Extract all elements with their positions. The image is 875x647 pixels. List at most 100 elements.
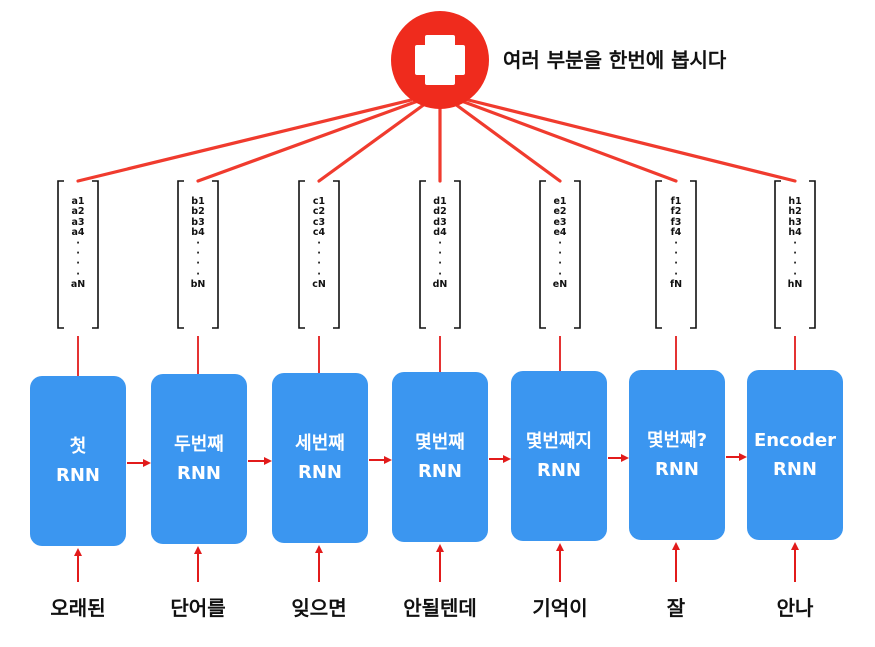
- vector-bracket-right: [92, 180, 99, 329]
- vector-bracket-left: [298, 180, 305, 329]
- vector-entry: ·: [317, 237, 321, 249]
- medical-cross-icon: [391, 11, 489, 109]
- attention-lines: [76, 98, 797, 183]
- vector-entry: ·: [317, 258, 321, 270]
- vector-entry: f4: [670, 227, 682, 239]
- vector-entry: ·: [558, 248, 562, 260]
- vector-entry: a4: [71, 227, 85, 239]
- vector-entry: h3: [788, 216, 802, 228]
- vector-entry: h2: [788, 206, 802, 218]
- vector-entry: a3: [71, 216, 85, 228]
- vector-entry: bN: [190, 279, 206, 291]
- vector-entry: a1: [71, 196, 85, 207]
- rnn-label-line1: 세번째: [295, 433, 345, 454]
- attention-line: [448, 98, 562, 183]
- vector-bracket-right: [212, 180, 219, 329]
- vector-bracket-right: [809, 180, 816, 329]
- vector-entry: ·: [438, 268, 442, 280]
- vector-entry: ·: [76, 237, 80, 249]
- rnn-box: [30, 376, 126, 546]
- vector-entry: ·: [558, 258, 562, 270]
- attention-line: [457, 98, 678, 183]
- rnn-label-line1: 두번째: [174, 434, 224, 455]
- vector-entry: h1: [788, 196, 802, 207]
- vector-entry: f1: [670, 196, 682, 207]
- vector-entry: ·: [793, 258, 797, 270]
- vector-entry: ·: [674, 268, 678, 280]
- diagram-title: 여러 부분을 한번에 봅시다: [503, 48, 727, 72]
- rnn-box: [392, 372, 488, 542]
- rnn-label-line1: 몇번째지: [525, 431, 593, 452]
- vector-entry: ·: [196, 258, 200, 270]
- vector-entry: ·: [674, 237, 678, 249]
- vector-entry: b1: [191, 196, 205, 207]
- rnn-label-line2: RNN: [56, 465, 100, 486]
- vector-entry: ·: [558, 237, 562, 249]
- vector-entry: b3: [191, 216, 205, 228]
- rnn-box: [272, 373, 368, 543]
- vector-bracket-left: [419, 180, 426, 329]
- vector-entry: f2: [670, 206, 682, 218]
- vector-entry: fN: [669, 279, 683, 291]
- vector-entry: dN: [432, 279, 448, 291]
- vector-bracket-right: [690, 180, 697, 329]
- vector-entry: e2: [553, 206, 567, 218]
- attention-line: [317, 98, 432, 183]
- rnn-label-line2: RNN: [418, 461, 462, 482]
- vector-entry: c4: [312, 227, 326, 239]
- vector-entry: c1: [312, 196, 326, 207]
- rnn-box: [151, 374, 247, 544]
- vector-entry: d3: [433, 216, 447, 228]
- vector-entry: d4: [433, 227, 447, 239]
- rnn-label-line1: 몇번째?: [646, 430, 708, 451]
- vector-entry: aN: [70, 279, 86, 291]
- rnn-label: 몇번째지 RNN: [511, 427, 607, 485]
- arrows: [74, 336, 799, 582]
- vector-entry: ·: [317, 248, 321, 260]
- vector-entry: hN: [787, 279, 803, 291]
- rnn-label-line2: RNN: [298, 462, 342, 483]
- rnn-label-line1: Encoder: [753, 430, 837, 451]
- vector-bracket-right: [454, 180, 461, 329]
- input-word: 잊으면: [291, 596, 347, 620]
- vector-entry: c2: [312, 206, 326, 218]
- vector-entry: d1: [433, 196, 447, 207]
- vector-entry: ·: [438, 237, 442, 249]
- rnn-boxes: [30, 370, 843, 546]
- vector-entry: e3: [553, 216, 567, 228]
- vector-entry: ·: [438, 248, 442, 260]
- input-word: 안될텐데: [403, 596, 477, 620]
- vector-entry: ·: [196, 237, 200, 249]
- input-word: 기억이: [532, 596, 588, 620]
- vector-entry: e4: [553, 227, 567, 239]
- vector-entry: c3: [312, 216, 326, 228]
- attention-line: [466, 98, 797, 183]
- vector-entry: eN: [552, 279, 568, 291]
- vector-entry: h4: [788, 227, 802, 239]
- rnn-box: [629, 370, 725, 540]
- vector-entry: d2: [433, 206, 447, 218]
- attention-line: [76, 98, 413, 183]
- rnn-label-line2: RNN: [537, 460, 581, 481]
- vector-bracket-left: [177, 180, 184, 329]
- vector-entry: ·: [196, 248, 200, 260]
- vector-entry: ·: [793, 237, 797, 249]
- vector-entry: ·: [317, 268, 321, 280]
- vector-entry: ·: [76, 248, 80, 260]
- rnn-box: [747, 370, 843, 540]
- vector-entry: b4: [191, 227, 205, 239]
- vector-entry: e1: [553, 196, 567, 207]
- vector-entry: b2: [191, 206, 205, 218]
- vector-entry: ·: [196, 268, 200, 280]
- vector-entry: ·: [558, 268, 562, 280]
